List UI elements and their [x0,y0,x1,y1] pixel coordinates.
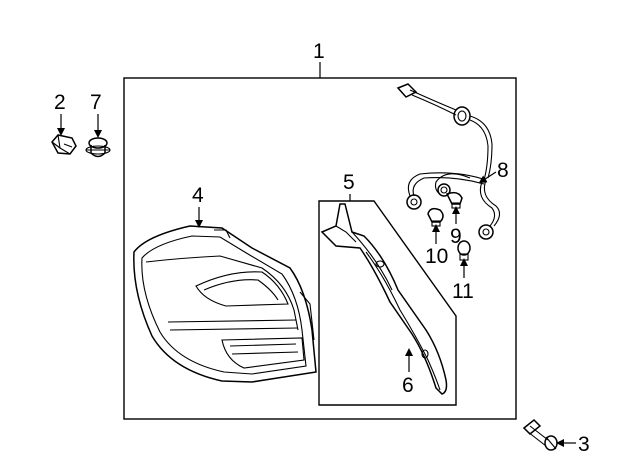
tail-lamp-icon [133,225,317,383]
assembly-frame [123,77,517,420]
bulb-icon [445,191,463,209]
bulb-icon [427,207,444,227]
callout-11: 11 [452,280,474,303]
inner-panel-box [318,200,457,406]
seal-strip-icon [320,203,448,395]
bolt-icon [522,418,558,451]
callout-4: 4 [192,184,204,207]
clip-nut-icon [51,134,77,155]
callout-1: 1 [313,40,325,63]
callout-5: 5 [343,171,355,194]
wire-harness-icon [396,83,501,240]
callout-3: 3 [578,433,590,456]
wedge-bulb-icon [457,240,471,261]
callout-8-arrow [478,171,497,184]
callout-10: 10 [425,245,448,268]
callout-8: 8 [497,159,509,182]
callout-2: 2 [54,91,66,114]
callout-6: 6 [402,374,414,397]
grommet-icon [85,137,111,158]
callout-7: 7 [90,91,102,114]
callout-9: 9 [450,225,462,248]
